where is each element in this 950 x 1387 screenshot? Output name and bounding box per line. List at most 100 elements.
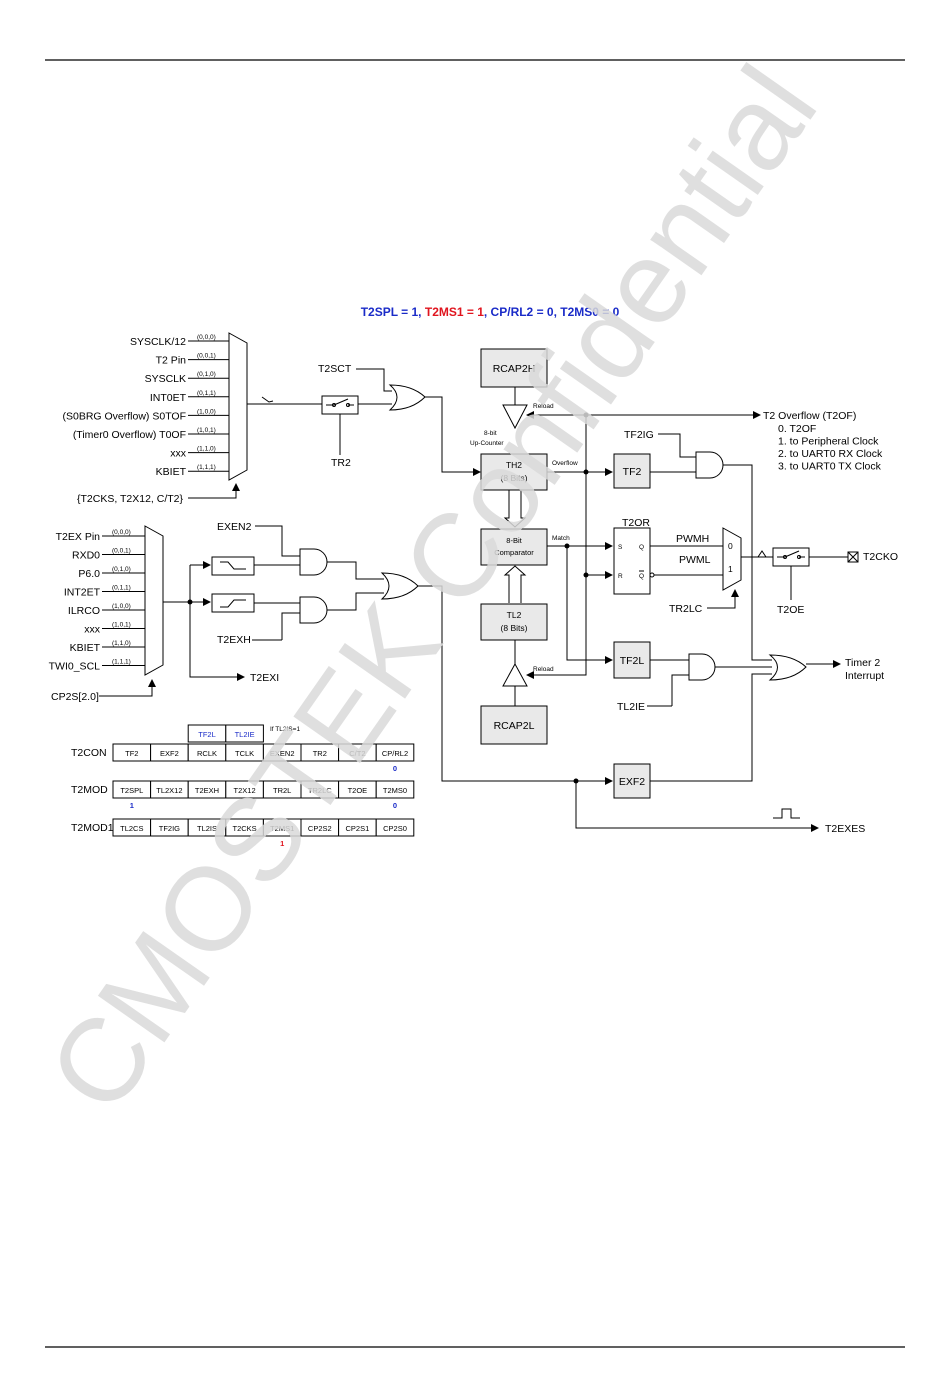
t2of-item: 1. to Peripheral Clock <box>778 436 879 448</box>
reload-label-bottom: Reload <box>533 666 554 673</box>
register-bit-label: TR2L <box>273 786 291 795</box>
comparator-label-1: 8-Bit <box>506 536 522 545</box>
register-bit-label: TL2IS <box>197 824 217 833</box>
t2of-item: 2. to UART0 RX Clock <box>778 448 883 460</box>
up-counter-label-1: 8-bit <box>484 430 497 437</box>
register-bit-label: TR2 <box>313 749 327 758</box>
ext-mux-input-label: INT2ET <box>64 587 101 599</box>
overflow-label: Overflow <box>552 460 578 467</box>
ext-mux-shape <box>144 525 164 676</box>
ext-mux-input-code: (1,0,1) <box>112 622 131 629</box>
ext-mux-input-label: T2EX Pin <box>56 531 101 543</box>
ext-mux-input-code: (0,1,1) <box>112 585 131 592</box>
reload-label-top: Reload <box>533 403 554 410</box>
register-bit-label: T2X12 <box>234 786 256 795</box>
register-bit-label: TF2IG <box>159 824 180 833</box>
tf2l-block <box>613 641 651 679</box>
rcap2h-block <box>480 348 548 388</box>
t2exes-label: T2EXES <box>825 823 865 835</box>
sr-s-label: S <box>618 544 623 551</box>
falling-edge-detector <box>211 556 255 576</box>
th2-label-2: (8 Bits) <box>501 473 528 483</box>
match-label: Match <box>552 535 570 542</box>
output-mux <box>722 527 742 591</box>
register-bit-value: 0 <box>393 764 397 773</box>
tl2-label-1: TL2 <box>507 610 522 620</box>
ext-mux-input-code: (0,0,0) <box>112 529 131 536</box>
clock-mux-shape <box>228 332 248 481</box>
th2-block <box>480 453 548 491</box>
register-bit-label: RCLK <box>197 749 217 758</box>
register-bit-label: T2MS1 <box>270 824 294 833</box>
clock-mux-input-code: (0,1,0) <box>197 371 216 378</box>
register-bit-label: EXEN2 <box>270 749 295 758</box>
clock-mux-input-label: (S0BRG Overflow) S0TOF <box>63 410 187 422</box>
register-bit-label: T2OE <box>348 786 368 795</box>
overlay-note: If TL2IS=1 <box>270 726 300 733</box>
tr2-label: TR2 <box>331 457 351 469</box>
exf2-block <box>613 763 651 799</box>
sr-q-label: Q <box>639 544 644 551</box>
overlay-cell-label: TF2L <box>198 730 216 739</box>
ext-mux-input-code: (1,1,1) <box>112 659 131 666</box>
tf2-block <box>613 453 651 489</box>
th2-label-1: TH2 <box>506 460 522 470</box>
clock-mux-select: {T2CKS, T2X12, C/T2} <box>77 493 184 505</box>
register-bit-label: T2EXH <box>195 786 219 795</box>
register-bit-label: CP2S0 <box>383 824 407 833</box>
t2of-item: 0. T2OF <box>778 423 816 435</box>
ext-mux-input-label: ILRCO <box>68 605 100 617</box>
register-bit-cell <box>375 743 415 762</box>
register-bit-label: TL2CS <box>120 824 143 833</box>
exen2-and-gate <box>299 548 328 576</box>
register-bit-label: CP/RL2 <box>382 749 408 758</box>
interrupt-or-gate <box>768 654 807 681</box>
t2or-label: T2OR <box>622 517 650 529</box>
register-bit-label: CP2S2 <box>308 824 332 833</box>
timer2-interrupt-label-2: Interrupt <box>845 670 884 682</box>
comparator-block <box>480 528 548 566</box>
rising-edge-detector <box>211 593 255 613</box>
register-bit-label: TL2X12 <box>156 786 182 795</box>
sr-r-label: R <box>618 573 623 580</box>
mux1-label: 1 <box>728 564 733 574</box>
register-bit-label: CP2S1 <box>346 824 370 833</box>
tl2ie-label: TL2IE <box>617 701 645 713</box>
ext-mux-input-label: KBIET <box>70 642 101 654</box>
sr-latch <box>613 527 651 595</box>
clock-mux-input-label: (Timer0 Overflow) T0OF <box>73 429 186 441</box>
tf2-and-gate <box>695 451 724 479</box>
diagram-title: T2SPL = 1, T2MS1 = 1, CP/RL2 = 0, T2MS0 … <box>361 305 620 319</box>
rcap2h-label: RCAP2H <box>493 363 536 375</box>
rcap2l-label: RCAP2L <box>494 720 535 732</box>
overlay-cell-label: TL2IE <box>235 730 255 739</box>
ext-mux-input-code: (1,0,0) <box>112 603 131 610</box>
clock-mux-input-label: xxx <box>170 448 187 460</box>
ext-mux-input-code: (0,1,0) <box>112 566 131 573</box>
t2of-item: 3. to UART0 TX Clock <box>778 461 882 473</box>
register-bit-cell <box>375 780 415 799</box>
title-part-blue-1: T2SPL = 1, <box>361 305 425 319</box>
clock-mux-input-code: (0,0,1) <box>197 353 216 360</box>
clock-mux-input-code: (1,0,0) <box>197 408 216 415</box>
t2sct-label: T2SCT <box>318 363 352 375</box>
register-bit-label: T2MS0 <box>383 786 407 795</box>
t2exi-label: T2EXI <box>250 672 279 684</box>
pwml-label: PWML <box>679 554 711 566</box>
ext-mux-input-code: (1,1,0) <box>112 640 131 647</box>
clock-mux-input-label: KBIET <box>156 466 187 478</box>
rcap2l-block <box>480 705 548 745</box>
tl2-label-2: (8 Bits) <box>501 623 528 633</box>
tf2-label: TF2 <box>623 466 642 478</box>
timer2-interrupt-label-1: Timer 2 <box>845 657 880 669</box>
title-part-blue-2: , CP/RL2 = 0, T2MS0 = 0 <box>484 305 620 319</box>
pwmh-label: PWMH <box>676 533 709 545</box>
register-bit-value: 1 <box>280 839 284 848</box>
t2of-title: T2 Overflow (T2OF) <box>763 410 856 422</box>
t2oe-label: T2OE <box>777 604 804 616</box>
clock-mux-input-label: SYSCLK <box>145 373 186 385</box>
up-counter-label-2: Up-Counter <box>470 440 504 447</box>
register-name: T2CON <box>71 747 107 759</box>
register-bit-value: 0 <box>393 801 397 810</box>
